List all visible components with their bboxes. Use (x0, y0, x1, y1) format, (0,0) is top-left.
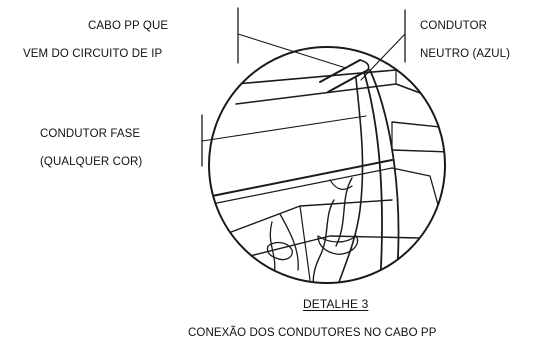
detail-interior (209, 59, 445, 283)
conductors (266, 69, 400, 283)
luminaire-housing (209, 159, 441, 281)
pp-cable (319, 59, 370, 93)
phase-leader-line (201, 115, 367, 142)
neutral-label-line2: NEUTRO (AZUL) (420, 48, 511, 60)
cable-leader-line (237, 33, 347, 69)
cable-label-line1: CABO PP QUE (88, 20, 169, 32)
crossarm (235, 69, 445, 153)
detail-subtitle: CONEXÃO DOS CONDUTORES NO CABO PP (188, 327, 437, 339)
phase-label-line2: (QUALQUER COR) (40, 156, 143, 168)
leader-lines (201, 7, 406, 167)
neutral-label-line1: CONDUTOR (420, 20, 488, 32)
phase-label-line1: CONDUTOR FASE (40, 128, 141, 140)
detail-title: DETALHE 3 (303, 297, 369, 311)
detail-circle (208, 46, 446, 284)
cable-label-line2: VEM DO CIRCUITO DE IP (23, 48, 163, 60)
